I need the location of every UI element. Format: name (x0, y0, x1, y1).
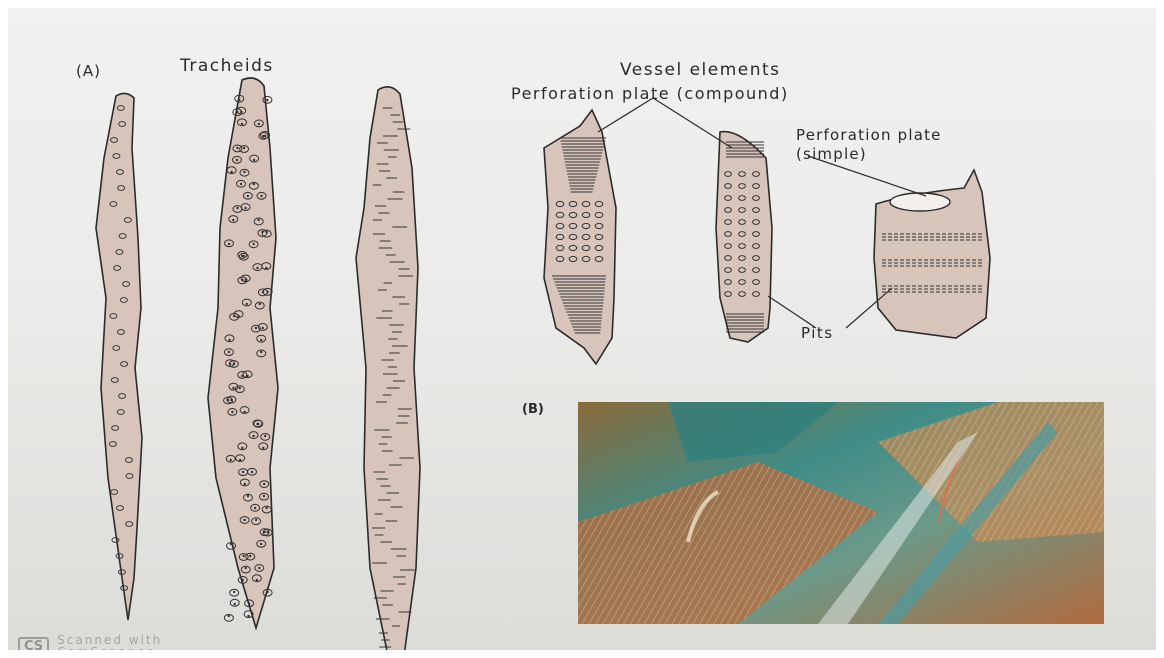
pit-aperture (249, 555, 251, 557)
pit-aperture (243, 147, 245, 149)
pit-aperture (266, 99, 268, 101)
pit-aperture (232, 387, 234, 389)
pit-aperture (229, 363, 231, 365)
pit-aperture (262, 135, 264, 137)
pit-aperture (234, 603, 236, 605)
pit-aperture (247, 495, 249, 497)
pit-aperture (242, 471, 244, 473)
pit-aperture (243, 411, 245, 413)
pit-aperture (252, 243, 254, 245)
pit-aperture (241, 123, 243, 125)
pit-aperture (241, 375, 243, 377)
pit-aperture (260, 543, 262, 545)
pit-aperture (258, 567, 260, 569)
pit-aperture (253, 183, 255, 185)
pit-aperture (231, 411, 233, 413)
tracheids-title: Tracheids (180, 56, 274, 76)
panel-b-label: (B) (522, 402, 544, 417)
pit-aperture (228, 615, 230, 617)
pit-aperture (236, 207, 238, 209)
camscanner-badge: CS (18, 637, 49, 651)
perforation-compound-label: Perforation plate (compound) (511, 84, 789, 103)
pit-aperture (264, 435, 266, 437)
vessel-element-2 (716, 132, 772, 342)
pit-aperture (254, 507, 256, 509)
pit-aperture (228, 243, 230, 245)
pit-aperture (243, 519, 245, 521)
pit-aperture (230, 399, 232, 401)
pit-aperture (239, 387, 241, 389)
pit-aperture (261, 231, 263, 233)
pit-aperture (266, 591, 268, 593)
pit-aperture (263, 495, 265, 497)
pit-aperture (265, 507, 267, 509)
pit-aperture (230, 171, 232, 173)
pit-aperture (256, 579, 258, 581)
pit-aperture (244, 207, 246, 209)
pit-aperture (266, 531, 268, 533)
pit-aperture (239, 459, 241, 461)
pit-aperture (228, 339, 230, 341)
pit-aperture (246, 303, 248, 305)
pits-label: Pits (801, 324, 834, 342)
pit-aperture (258, 123, 260, 125)
pit-aperture (247, 195, 249, 197)
pit-aperture (262, 327, 264, 329)
pit-aperture (244, 279, 246, 281)
pit-aperture (260, 351, 262, 353)
watermark: CS Scanned with CamScanner (18, 634, 162, 650)
pit-aperture (233, 591, 235, 593)
pit-aperture (248, 603, 250, 605)
tracheid-2 (208, 78, 278, 628)
pit-aperture (228, 351, 230, 353)
vessel-elements-title: Vessel elements (620, 60, 781, 80)
pit-aperture (256, 267, 258, 269)
pit-aperture (252, 435, 254, 437)
pit-aperture (242, 579, 244, 581)
pit-aperture (236, 147, 238, 149)
vessel-element-1 (544, 110, 616, 364)
pit-aperture (243, 255, 245, 257)
pit-aperture (260, 195, 262, 197)
pit-aperture (253, 159, 255, 161)
pit-aperture (259, 303, 261, 305)
camscanner-text: Scanned with CamScanner (57, 634, 162, 650)
pit-aperture (240, 111, 242, 113)
pit-aperture (240, 183, 242, 185)
pit-aperture (238, 99, 240, 101)
pit-aperture (243, 171, 245, 173)
sem-micrograph (578, 402, 1104, 624)
pit-aperture (265, 267, 267, 269)
pit-aperture (236, 159, 238, 161)
pit-aperture (262, 447, 264, 449)
figure-page: (A) Tracheids Vessel elements Perforatio… (8, 8, 1156, 650)
pit-aperture (230, 459, 232, 461)
perforation-simple-label: Perforation plate (simple) (796, 126, 942, 164)
pit-aperture (233, 315, 235, 317)
panel-a-label: (A) (76, 62, 101, 80)
pit-aperture (251, 471, 253, 473)
pit-aperture (257, 219, 259, 221)
pit-aperture (255, 519, 257, 521)
pit-aperture (245, 567, 247, 569)
pit-aperture (244, 483, 246, 485)
pit-aperture (232, 219, 234, 221)
simple-perforation-opening (890, 193, 950, 211)
pit-aperture (241, 447, 243, 449)
pit-aperture (242, 555, 244, 557)
pit-aperture (263, 483, 265, 485)
pit-aperture (230, 543, 232, 545)
pit-aperture (247, 615, 249, 617)
pit-aperture (256, 423, 258, 425)
pit-aperture (260, 339, 262, 341)
pit-aperture (262, 291, 264, 293)
pit-aperture (255, 327, 257, 329)
